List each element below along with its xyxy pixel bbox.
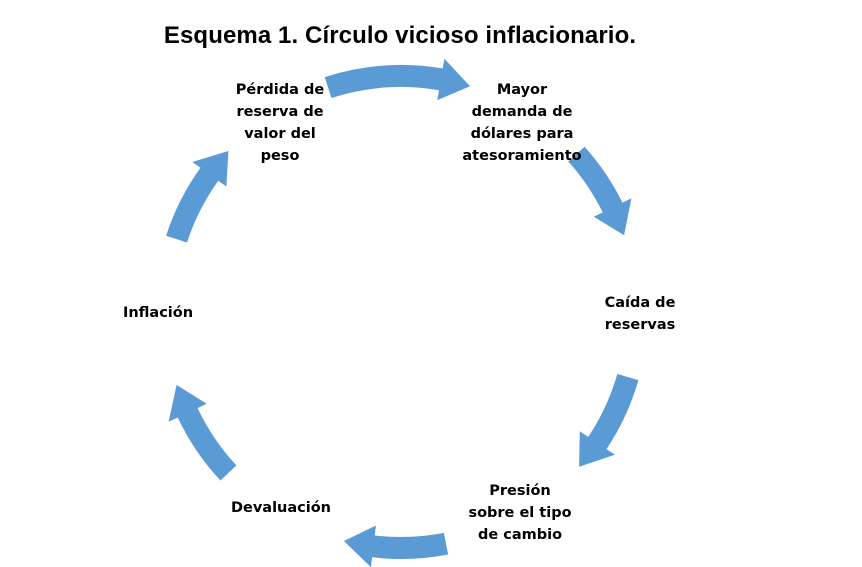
node-devaluacion: Devaluación [230, 500, 332, 516]
arrow-inflacion-to-perdida [166, 151, 229, 243]
node-mayor-demanda-dolares: Mayor demanda de dólares para atesoramie… [462, 82, 582, 164]
arrow-caida-to-presion [579, 374, 639, 467]
arrow-presion-to-devaluacion [343, 525, 449, 567]
node-inflacion: Inflación [122, 305, 194, 321]
diagram-title: Esquema 1. Círculo vicioso inflacionario… [163, 22, 637, 49]
node-presion-tipo-de-cambio: Presión sobre el tipo de cambio [468, 483, 572, 543]
arrow-demanda-to-caida [568, 146, 632, 236]
node-caida-de-reservas: Caída de reservas [604, 295, 676, 333]
arrow-perdida-to-demanda [324, 58, 470, 101]
node-perdida-de-reserva: Pérdida de reserva de valor del peso [235, 82, 325, 164]
arrow-devaluacion-to-inflacion [168, 384, 237, 481]
